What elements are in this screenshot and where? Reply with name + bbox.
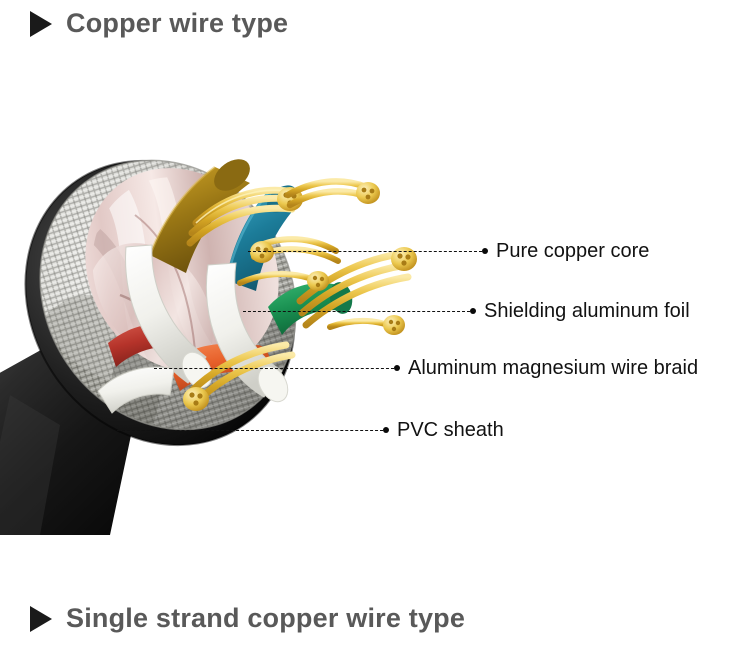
section-heading-bottom-label: Single strand copper wire type [66,603,466,633]
section-heading-top-label: Copper wire type [66,8,289,38]
pure-copper-core-strands [183,178,417,411]
callout-label-pvc-sheath: PVC sheath [397,419,504,441]
callout-label-pure-copper-core: Pure copper core [496,240,650,262]
leader-dot [482,248,488,254]
leader-line [154,368,394,369]
callout-label-shielding-aluminum-foil: Shielding aluminum foil [484,300,690,322]
leader-line [248,251,482,252]
section-heading-copper-wire-type: Copper wire type [30,10,288,37]
section-heading-single-strand-copper-wire-type: Single strand copper wire type [30,605,465,632]
callout-label-aluminum-magnesium-wire-braid: Aluminum magnesium wire braid [408,357,699,379]
pvc-jacket-highlight [0,395,60,535]
leader-dot [383,427,389,433]
leader-dot [394,365,400,371]
triangle-right-icon [30,605,52,632]
leader-line [117,430,383,431]
leader-line [243,311,470,312]
triangle-right-icon [30,10,52,37]
leader-dot [470,308,476,314]
copper-cable-cutaway-illustration [0,95,420,535]
